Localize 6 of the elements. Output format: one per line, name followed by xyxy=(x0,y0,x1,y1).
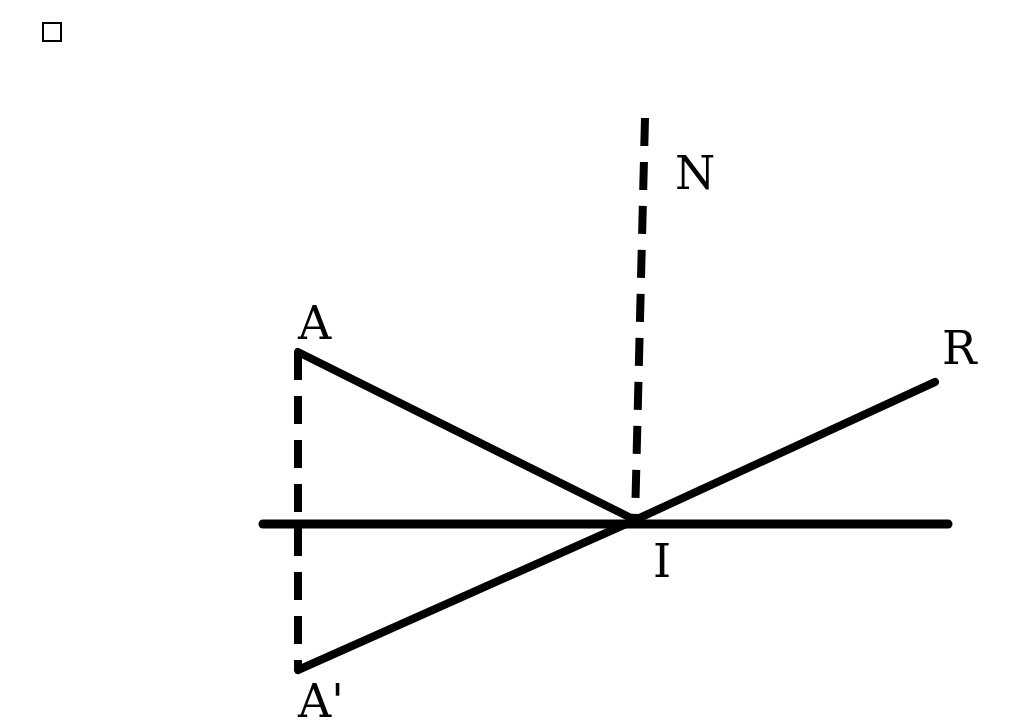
dashed-line xyxy=(294,352,302,670)
point-label: A' xyxy=(298,678,344,724)
point-label: I xyxy=(653,538,672,584)
point-label: N xyxy=(675,150,716,196)
point-label: A xyxy=(298,300,332,346)
point-label: R xyxy=(942,325,977,371)
